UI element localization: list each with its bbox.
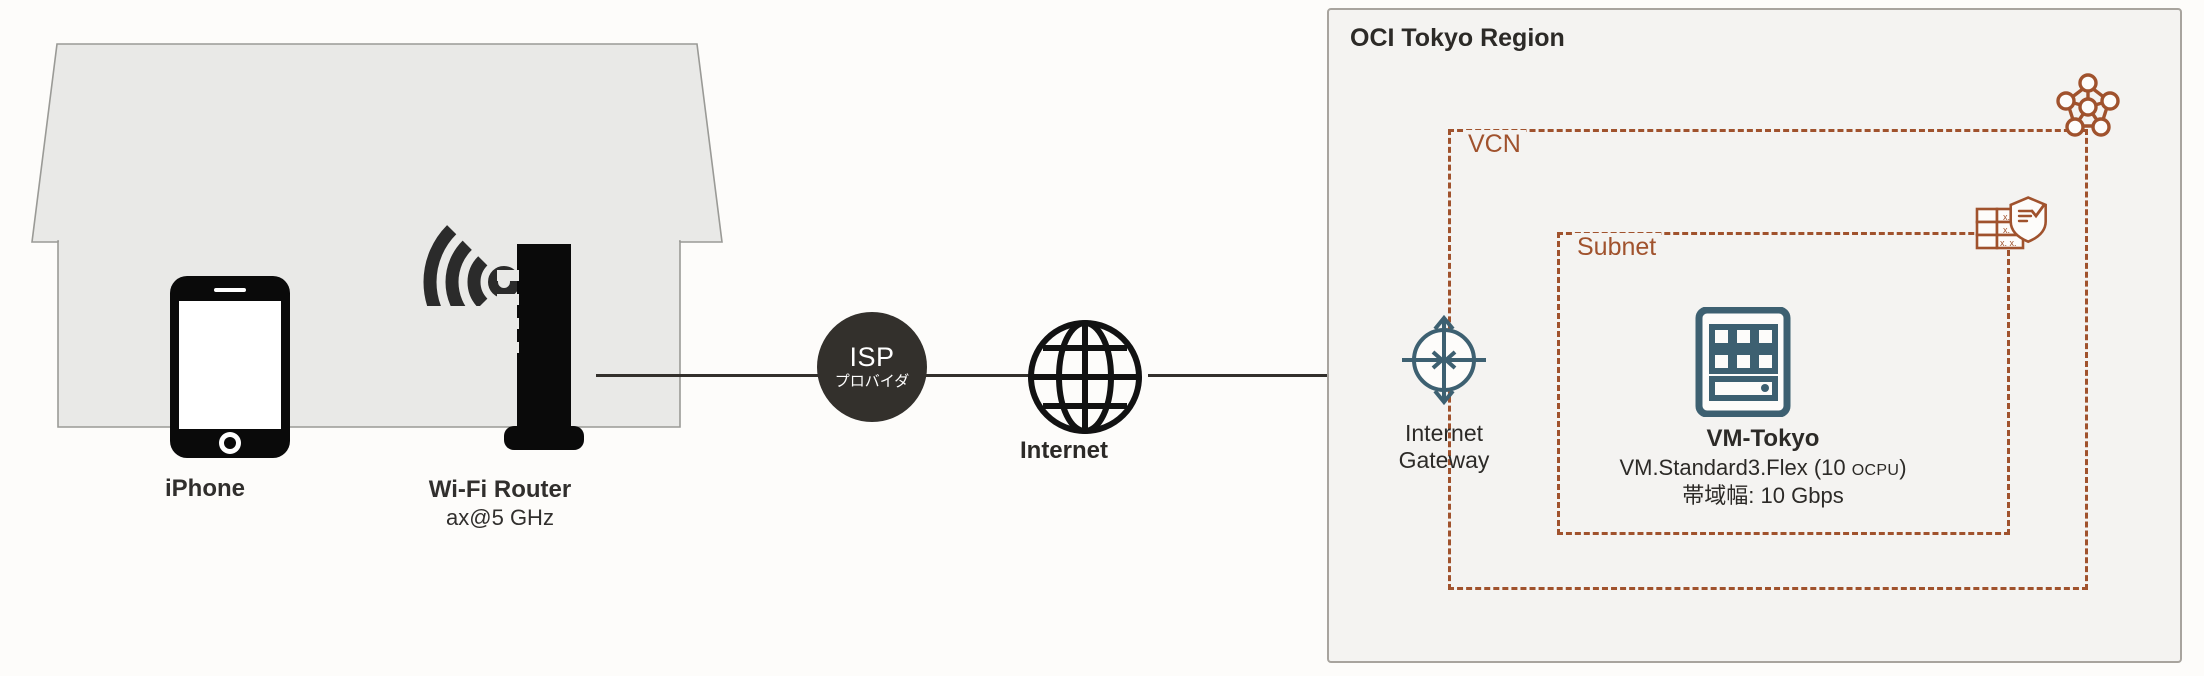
svg-text:x.: x. — [2003, 212, 2010, 222]
vm-bandwidth-label: 帯域幅: 10 Gbps — [1682, 482, 1844, 508]
link-isp-to-internet — [920, 374, 1030, 377]
wifi-router-label-group: Wi-Fi Router ax@5 GHz — [370, 475, 630, 532]
svg-text:x. x.: x. x. — [2000, 238, 2017, 248]
vm-name-label: VM-Tokyo — [1706, 425, 1820, 452]
wifi-router-sublabel: ax@5 GHz — [446, 505, 554, 531]
internet-gateway-label: Internet Gateway — [1374, 420, 1514, 474]
oci-region-title: OCI Tokyo Region — [1350, 24, 1565, 52]
vm-ocpu-unit: OCPU — [1851, 461, 1900, 479]
security-list-icon: x. x. x. x. — [1975, 193, 2053, 259]
link-router-to-isp — [596, 374, 824, 377]
vm-label-group: VM-Tokyo VM.Standard3.Flex (10 OCPU) 帯域幅… — [1543, 425, 1983, 510]
internet-gateway-icon — [1400, 312, 1488, 408]
wifi-router-label: Wi-Fi Router — [428, 476, 572, 503]
globe-icon — [1026, 318, 1144, 436]
smartphone-icon — [168, 274, 292, 460]
subnet-box — [1557, 232, 2010, 535]
vcn-label: VCN — [1463, 130, 1526, 159]
svg-text:x.: x. — [2003, 225, 2010, 235]
link-internet-to-igw — [1148, 374, 1416, 377]
vm-shape-prefix: VM.Standard3.Flex (10 — [1619, 454, 1852, 480]
vm-instance-icon — [1695, 307, 1791, 417]
isp-node: ISP プロバイダ — [817, 312, 927, 422]
iphone-label: iPhone — [164, 475, 245, 502]
wifi-router-icon — [494, 244, 594, 462]
vm-shape-label: VM.Standard3.Flex (10 OCPU) — [1543, 454, 1983, 482]
isp-sublabel: プロバイダ — [834, 372, 910, 390]
internet-label: Internet — [1019, 437, 1108, 464]
vm-shape-suffix: ) — [1899, 454, 1907, 480]
internet-gateway-label-line2: Gateway — [1398, 447, 1490, 474]
isp-label: ISP — [849, 342, 895, 373]
vcn-network-icon — [2053, 70, 2123, 140]
subnet-label: Subnet — [1572, 233, 1662, 262]
internet-gateway-label-line1: Internet — [1405, 420, 1483, 446]
